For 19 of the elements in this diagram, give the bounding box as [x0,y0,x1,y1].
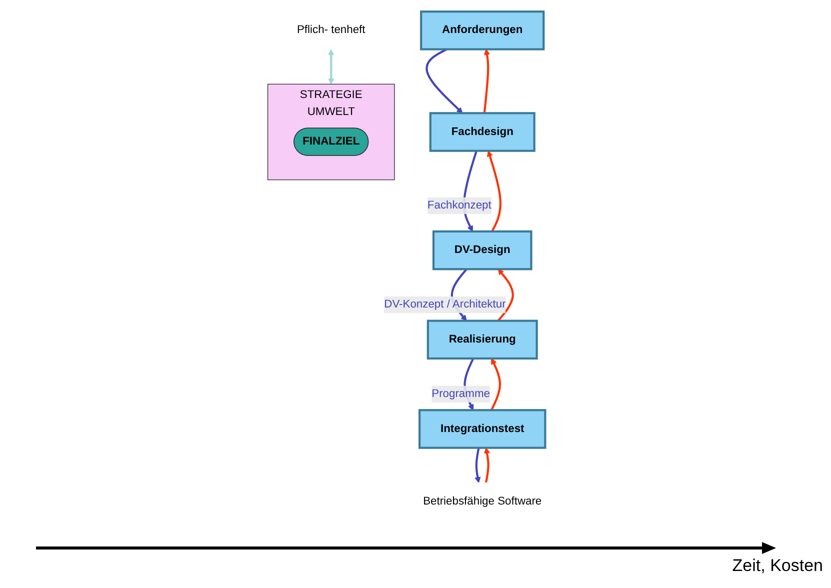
arrow [484,448,490,483]
edge-label: Fachkonzept [428,199,492,212]
node-text: Betriebsfähige Software [423,495,542,508]
arrow [498,268,514,322]
node-text: Pflich- tenheft [297,24,366,36]
arrow [328,49,334,84]
axis-label: Zeit, Kosten [732,556,823,575]
node-box: Fachdesign [430,112,536,152]
arrow [474,448,482,483]
node-box: Realisierung [427,320,538,360]
arrow [426,48,464,114]
arrow [484,49,490,114]
node-box: Integrationstest [418,409,547,449]
arrow [490,358,502,411]
edge-label: Programme [432,388,490,400]
node-box: DV-Design [432,230,533,270]
node-box: Anforderungen [420,10,545,50]
arrow [487,150,502,232]
edge-label: DV-Konzept / Architektur [384,298,506,310]
